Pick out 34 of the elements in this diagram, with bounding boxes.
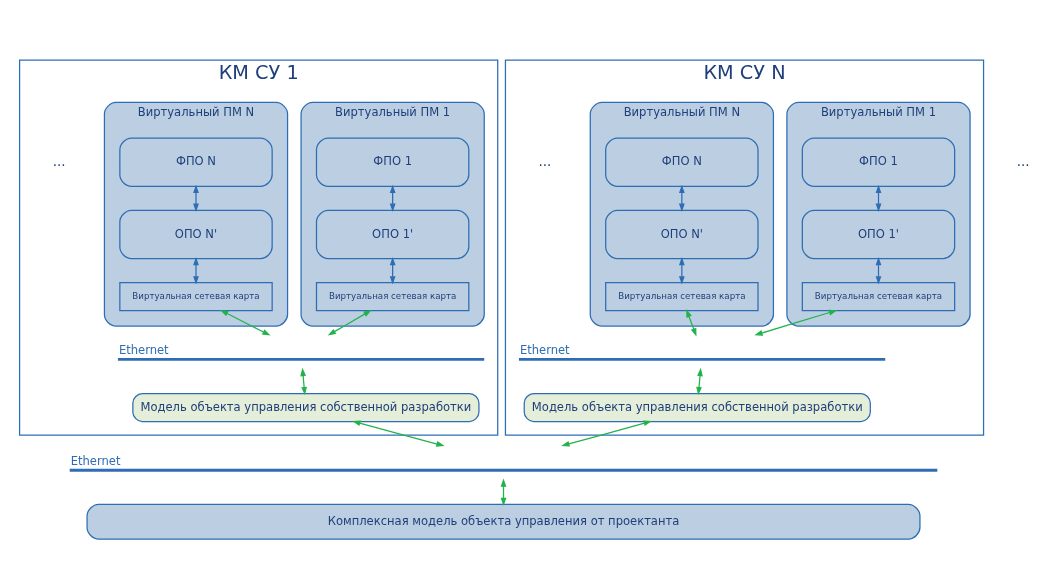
- arrow: [754, 309, 838, 336]
- node-box: ФПО N: [119, 137, 273, 187]
- arrow: [193, 184, 199, 212]
- node-bar: [518, 357, 886, 361]
- label: ...: [538, 152, 552, 169]
- node-box: Виртуальная сетевая карта: [605, 282, 759, 312]
- arrow: [686, 309, 697, 337]
- arrow: [327, 309, 372, 336]
- node-box: Комплексная модель объекта управления от проектанта: [86, 503, 921, 540]
- node-box: ФПО N: [605, 137, 759, 187]
- node-box: ОПО N': [119, 209, 273, 260]
- arrow: [561, 420, 652, 447]
- node-box: Виртуальная сетевая карта: [119, 282, 273, 312]
- arrow: [220, 309, 271, 336]
- node-label: Ethernet: [118, 342, 169, 357]
- node-box: ОПО N': [605, 209, 759, 260]
- node-box: ОПО 1': [315, 209, 470, 260]
- node-box: Модель объекта управления собственной разработки: [132, 392, 480, 423]
- node-box: ФПО 1: [315, 137, 470, 187]
- node-bar: [117, 357, 485, 361]
- node-box: ФПО 1: [801, 137, 956, 187]
- label: ...: [1016, 152, 1030, 169]
- arrow: [300, 367, 308, 396]
- label: ...: [52, 152, 66, 169]
- node-bar: [69, 468, 938, 472]
- node-box: Виртуальная сетевая карта: [315, 282, 470, 312]
- node-box: Модель объекта управления собственной разработки: [523, 392, 871, 423]
- node-label: Ethernet: [70, 453, 121, 468]
- node-box: ОПО 1': [801, 209, 956, 260]
- arrow: [352, 420, 445, 447]
- node-label: Ethernet: [519, 342, 570, 357]
- arrow: [193, 257, 199, 285]
- node-box: Виртуальная сетевая карта: [801, 282, 956, 312]
- arrow: [696, 367, 703, 396]
